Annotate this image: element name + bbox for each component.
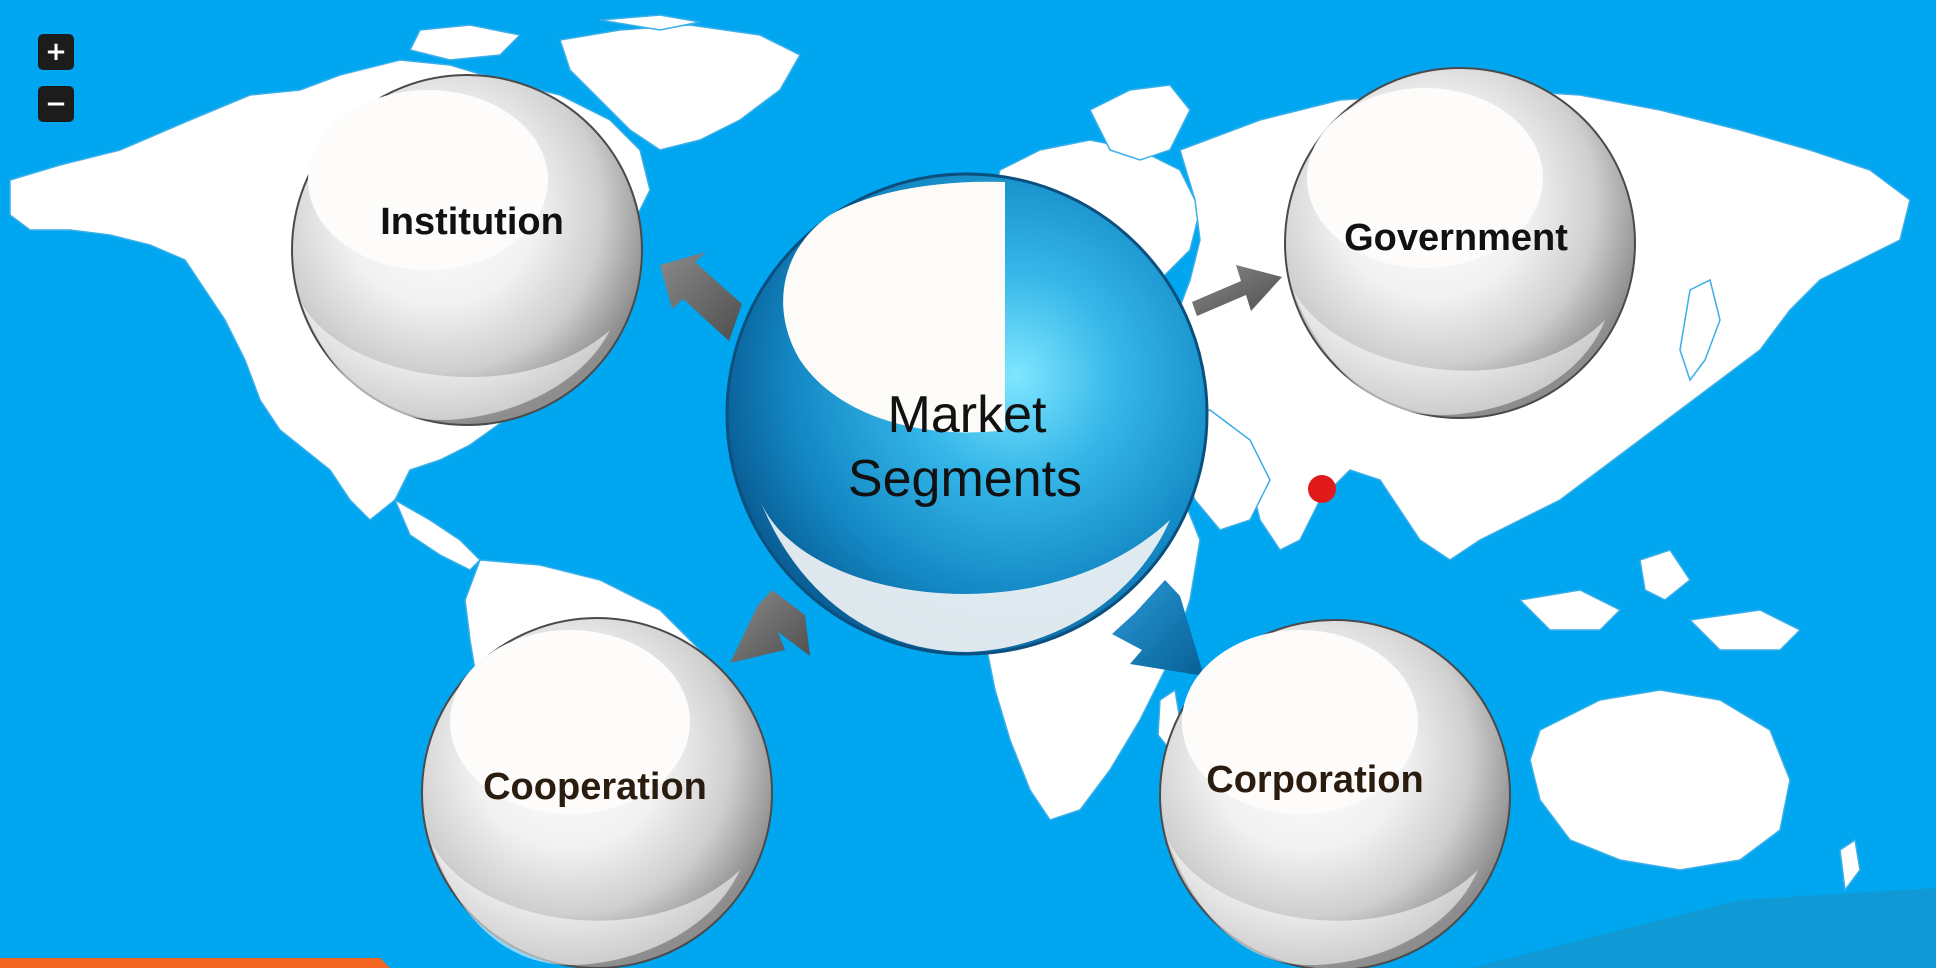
greenland-landmass <box>559 24 802 151</box>
segment-corporation-sphere[interactable] <box>1159 619 1511 968</box>
segment-institution-sphere[interactable] <box>291 74 643 426</box>
japan-landmass <box>1679 278 1721 382</box>
zoom-out-button[interactable]: − <box>38 86 74 122</box>
segment-cooperation-sphere[interactable] <box>421 617 773 968</box>
southeast-asia-islands <box>1518 549 1802 651</box>
arrow-to-institution <box>660 252 742 341</box>
arrow-to-cooperation <box>730 590 810 663</box>
segment-government-sphere[interactable] <box>1284 67 1636 419</box>
segment-label-cooperation: Cooperation <box>483 766 707 808</box>
scandinavia-landmass <box>1088 84 1191 161</box>
location-marker[interactable] <box>1308 475 1336 503</box>
center-label-line2: Segments <box>848 450 1082 508</box>
zoom-in-button[interactable]: + <box>38 34 74 70</box>
center-label-line1: Market <box>888 386 1047 444</box>
arrow-to-corporation <box>1112 580 1204 676</box>
segment-label-institution: Institution <box>380 201 564 243</box>
arrow-to-government <box>1192 265 1282 316</box>
segment-label-government: Government <box>1344 217 1568 259</box>
blue-accent-shape <box>1470 888 1936 968</box>
orange-accent-bar <box>0 958 390 968</box>
new-zealand-landmass <box>1839 838 1861 892</box>
central-america-landmass <box>393 498 482 571</box>
segment-label-corporation: Corporation <box>1206 759 1423 801</box>
australia-landmass <box>1529 689 1791 871</box>
arctic-islands <box>408 14 701 61</box>
center-market-segments-sphere[interactable] <box>725 172 1209 656</box>
